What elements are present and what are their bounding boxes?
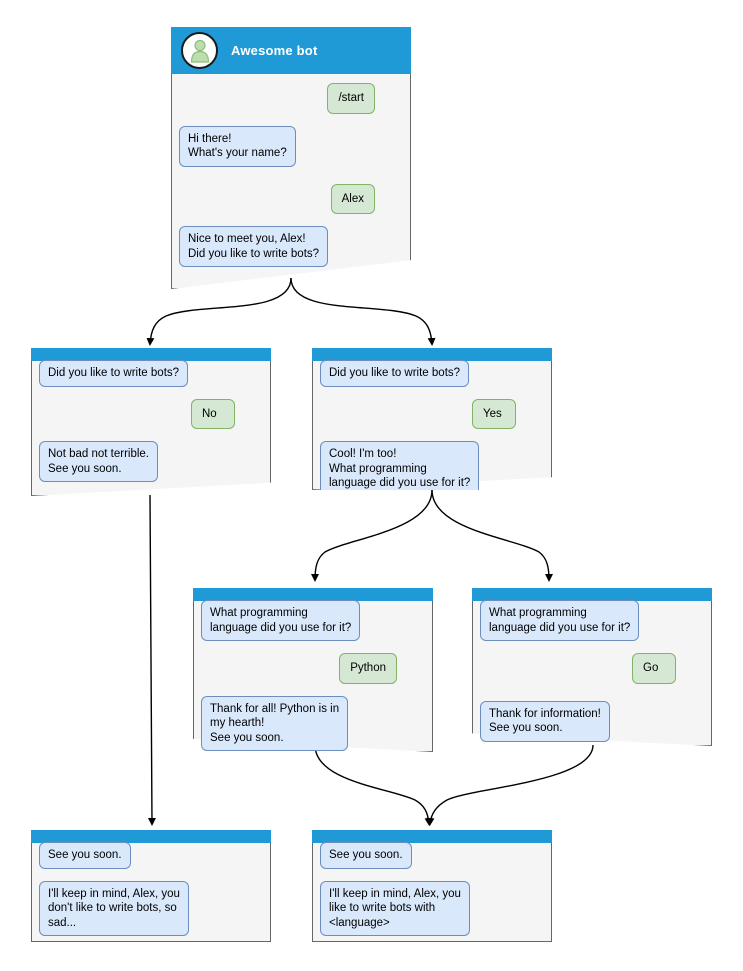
chat-transcript: Did you like to write bots? No Not bad n… [31,360,271,495]
node-header-bar [31,348,271,361]
message-row: See you soon. [39,842,263,869]
chat-transcript: See you soon. I'll keep in mind, Alex, y… [312,842,552,942]
message-row: Thank for all! Python is in my hearth! S… [201,695,425,751]
message-row: Yes [320,398,544,429]
chat-transcript: /start Hi there! What's your name? Alex … [171,74,411,280]
edge-yes-to-go [431,489,553,582]
chat-transcript: Did you like to write bots? Yes Cool! I'… [312,360,552,490]
chat-node-end-happy[interactable]: See you soon. I'll keep in mind, Alex, y… [312,830,552,942]
edge-python-to-end-happy [314,744,433,826]
node-header-bar [193,588,433,601]
node-header-bar: Awesome bot [171,27,411,74]
avatar [181,32,218,69]
chat-node-python-branch[interactable]: What programming language did you use fo… [193,588,433,752]
bot-message-bubble[interactable]: I'll keep in mind, Alex, you don't like … [39,880,189,936]
user-message-bubble[interactable]: Python [339,653,397,684]
bot-message-bubble[interactable]: Thank for information! See you soon. [480,700,610,742]
chat-transcript: What programming language did you use fo… [472,600,712,746]
chat-node-end-sad[interactable]: See you soon. I'll keep in mind, Alex, y… [31,830,271,942]
message-row: What programming language did you use fo… [480,600,704,641]
node-header-bar [312,830,552,843]
bot-title: Awesome bot [231,43,318,58]
message-row: Thank for information! See you soon. [480,700,704,742]
bot-message-bubble[interactable]: What programming language did you use fo… [201,600,361,641]
bot-message-bubble[interactable]: I'll keep in mind, Alex, you like to wri… [320,880,470,936]
bot-message-bubble[interactable]: Did you like to write bots? [39,360,189,387]
message-row: What programming language did you use fo… [201,600,425,641]
message-row: Nice to meet you, Alex! Did you like to … [179,226,403,267]
message-row: No [39,398,263,429]
message-row: Python [201,653,425,684]
message-row: Cool! I'm too! What programming language… [320,441,544,490]
bot-message-bubble[interactable]: Hi there! What's your name? [179,125,296,167]
bot-message-bubble[interactable]: See you soon. [39,842,131,869]
edge-no-to-end-sad [147,494,156,826]
bot-message-bubble[interactable]: Cool! I'm too! What programming language… [320,441,480,490]
message-row: See you soon. [320,842,544,869]
chat-node-no-branch[interactable]: Did you like to write bots? No Not bad n… [31,348,271,496]
message-row: Alex [179,183,403,214]
edge-go-to-end-happy [426,744,594,826]
user-message-bubble[interactable]: Alex [330,183,375,214]
node-header-bar [312,348,552,361]
message-row: /start [179,83,403,114]
message-row: Not bad not terrible. See you soon. [39,441,263,482]
bot-message-bubble[interactable]: Thank for all! Python is in my hearth! S… [201,695,349,751]
bot-message-bubble[interactable]: Nice to meet you, Alex! Did you like to … [179,226,329,267]
edge-yes-to-python [311,489,433,582]
bot-message-bubble[interactable]: Not bad not terrible. See you soon. [39,441,159,482]
bot-message-bubble[interactable]: See you soon. [320,842,412,869]
chat-node-yes-branch[interactable]: Did you like to write bots? Yes Cool! I'… [312,348,552,490]
message-row: Did you like to write bots? [320,360,544,387]
message-row: Hi there! What's your name? [179,125,403,167]
chat-node-go-branch[interactable]: What programming language did you use fo… [472,588,712,746]
node-header-bar [31,830,271,843]
message-row: I'll keep in mind, Alex, you like to wri… [320,880,544,936]
chat-node-root[interactable]: Awesome bot /start Hi there! What's your… [171,27,411,289]
message-row: Did you like to write bots? [39,360,263,387]
user-message-bubble[interactable]: Yes [472,398,516,429]
user-message-bubble[interactable]: /start [327,83,375,114]
user-message-bubble[interactable]: Go [632,653,676,684]
bot-message-bubble[interactable]: What programming language did you use fo… [480,600,640,641]
chat-transcript: See you soon. I'll keep in mind, Alex, y… [31,842,271,942]
node-header-bar [472,588,712,601]
person-icon [190,39,209,63]
message-row: Go [480,653,704,684]
message-row: I'll keep in mind, Alex, you don't like … [39,880,263,936]
user-message-bubble[interactable]: No [191,398,235,429]
bot-message-bubble[interactable]: Did you like to write bots? [320,360,470,387]
chat-transcript: What programming language did you use fo… [193,600,433,752]
